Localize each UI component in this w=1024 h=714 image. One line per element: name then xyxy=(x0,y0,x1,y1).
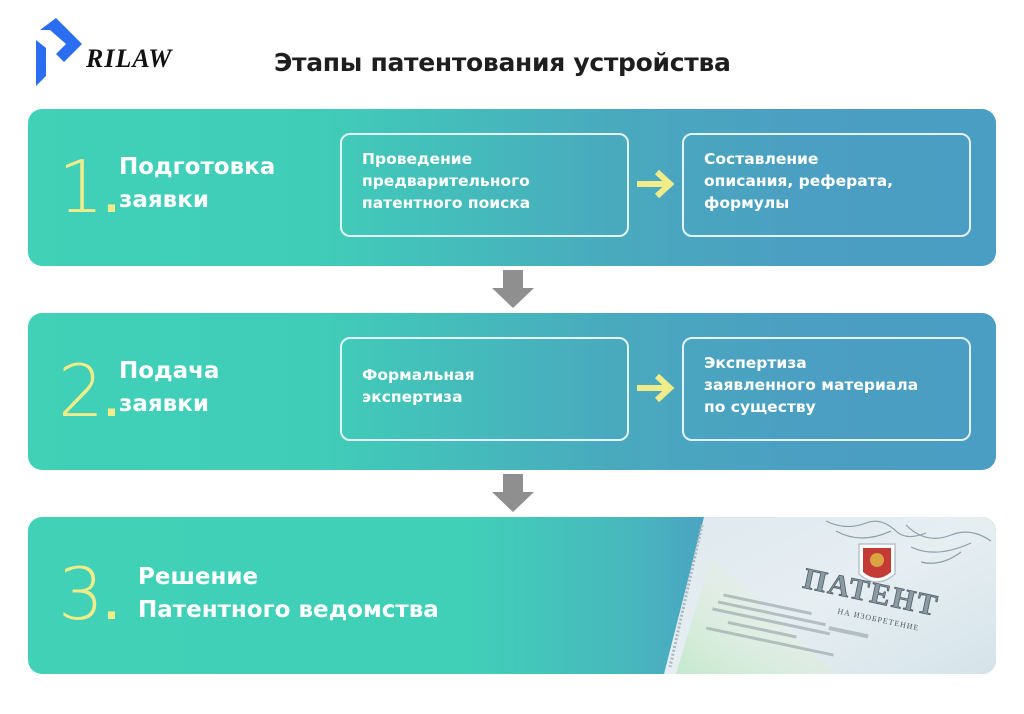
step-text-line: по существу xyxy=(704,398,816,416)
stage-number-dot: . xyxy=(103,176,120,222)
step-box: Составление описания, реферата, формулы xyxy=(682,133,971,237)
stage-number-digit: 1 xyxy=(58,145,104,229)
stage-3: 3. Решение Патентного ведомства xyxy=(28,517,996,674)
stage-number: 3. xyxy=(58,554,119,646)
stage-title: Решение Патентного ведомства xyxy=(138,561,439,627)
step-box: Экспертиза заявленного материала по суще… xyxy=(682,337,971,441)
stage-number-dot: . xyxy=(103,583,120,629)
russian-coat-of-arms-icon xyxy=(858,543,896,583)
step-text-line: предварительного xyxy=(362,172,530,190)
arrow-down-icon xyxy=(492,270,534,308)
patent-border-ornament xyxy=(668,524,704,668)
patent-paper-glow xyxy=(676,557,836,674)
logo: RILAW xyxy=(34,18,184,88)
patent-ornament xyxy=(825,520,992,564)
step-text-line: Составление xyxy=(704,150,819,168)
step-box: Формальная экспертиза xyxy=(340,337,629,441)
arrow-right-icon xyxy=(637,169,675,199)
stage-2: 2. Подача заявки Формальная экспертиза Э… xyxy=(28,313,996,470)
stage-number-dot: . xyxy=(103,380,120,426)
patent-document-image: ПАТЕНТ НА ИЗОБРЕТЕНИЕ xyxy=(664,517,996,674)
stage-title-line: Подготовка xyxy=(119,154,276,180)
step-text-line: Экспертиза xyxy=(704,354,807,372)
page-title: Этапы патентования устройства xyxy=(274,48,731,77)
step-box: Проведение предварительного патентного п… xyxy=(340,133,629,237)
step-text-line: Формальная xyxy=(362,366,475,384)
step-text-line: Проведение xyxy=(362,150,473,168)
stage-title-line: Подача xyxy=(119,358,220,384)
step-text-line: описания, реферата, xyxy=(704,172,894,190)
stage-title: Подача заявки xyxy=(119,355,219,421)
logo-text: RILAW xyxy=(86,44,173,73)
arrow-down-icon xyxy=(492,474,534,512)
stage-1: 1. Подготовка заявки Проведение предвари… xyxy=(28,109,996,266)
stage-title-line: Патентного ведомства xyxy=(138,597,439,623)
step-text-line: патентного поиска xyxy=(362,194,531,212)
stage-number-digit: 3 xyxy=(58,552,104,636)
stage-title-line: Решение xyxy=(138,564,259,590)
step-text-line: заявленного материала xyxy=(704,376,919,394)
stage-number: 2. xyxy=(58,351,119,443)
stage-title-line: заявки xyxy=(119,391,209,417)
step-text-line: экспертиза xyxy=(362,388,463,406)
stage-title-line: заявки xyxy=(119,187,209,213)
step-text-line: формулы xyxy=(704,194,790,212)
stage-number: 1. xyxy=(58,147,119,239)
logo-mark-icon xyxy=(36,18,82,86)
stage-number-digit: 2 xyxy=(58,349,104,433)
arrow-right-icon xyxy=(637,373,675,403)
stage-title: Подготовка заявки xyxy=(119,151,275,217)
patent-body-text xyxy=(705,593,869,657)
